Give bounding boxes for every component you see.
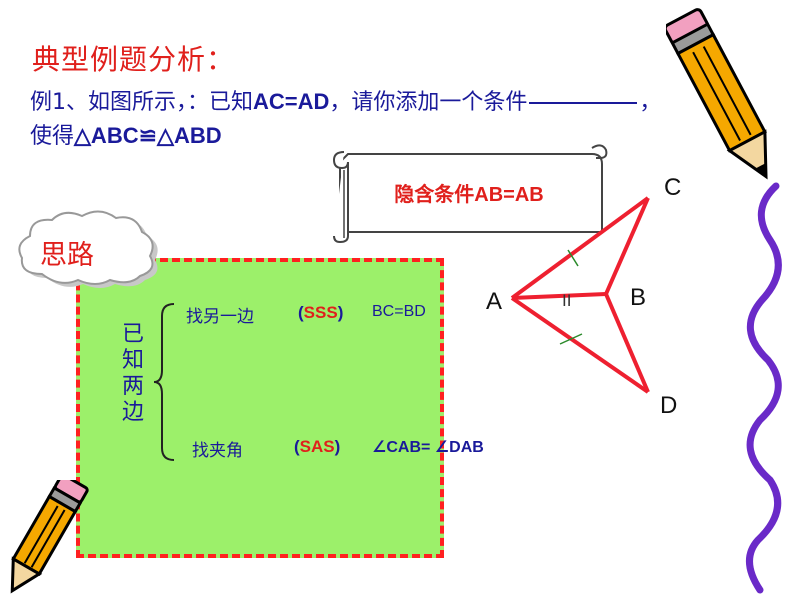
case1-method-name: SSS: [303, 303, 338, 322]
cloud-icon: [18, 210, 158, 288]
point-d-label: D: [660, 392, 678, 419]
tick-mark-ac: [567, 249, 579, 267]
squiggle-line-icon: [746, 182, 782, 594]
point-c-label: C: [664, 174, 682, 201]
known-label: 已知两边: [121, 322, 144, 425]
pencil-icon: [666, 8, 768, 180]
scroll-banner-icon: [332, 144, 608, 244]
cloud-label: 思路: [40, 240, 94, 271]
case1-method: (SSS): [298, 303, 344, 322]
case1-label: 找另一边: [186, 307, 254, 327]
case2-condition: ∠CAB= ∠DAB: [372, 439, 484, 456]
case2-method-name: SAS: [299, 437, 335, 456]
case2-method: (SAS): [294, 437, 341, 456]
question-line-1: 例1、如图所示，：已知AC=AD，请你添加一个条件 ，: [30, 84, 661, 116]
question-suffix: ，请你添加一个条件: [329, 90, 528, 115]
case2-label: 找夹角: [192, 441, 243, 461]
tick-mark-label: II: [562, 291, 572, 310]
given-condition: AC=AD: [253, 89, 330, 114]
case1-condition: BC=BD: [372, 303, 426, 320]
question-prefix: 例1、如图所示，：已知: [30, 90, 253, 115]
thinking-box: [76, 258, 444, 558]
question-line-2: 使得△ABC≌△ABD: [30, 118, 222, 150]
point-b-label: B: [630, 284, 647, 311]
question-end-comma: ，: [639, 90, 662, 115]
point-a-label: A: [486, 288, 503, 315]
pencil-icon: [10, 480, 89, 594]
hint-text: 隐含条件AB=AB: [394, 184, 544, 206]
page-title: 典型例题分析：: [32, 43, 236, 76]
question-goal: △ABC≌△ABD: [74, 123, 222, 148]
tick-mark-ad: [559, 333, 583, 345]
answer-blank[interactable]: [529, 102, 638, 104]
brace-icon: [153, 303, 175, 461]
triangle-figure: [510, 196, 650, 394]
question-line2-prefix: 使得: [30, 124, 75, 149]
